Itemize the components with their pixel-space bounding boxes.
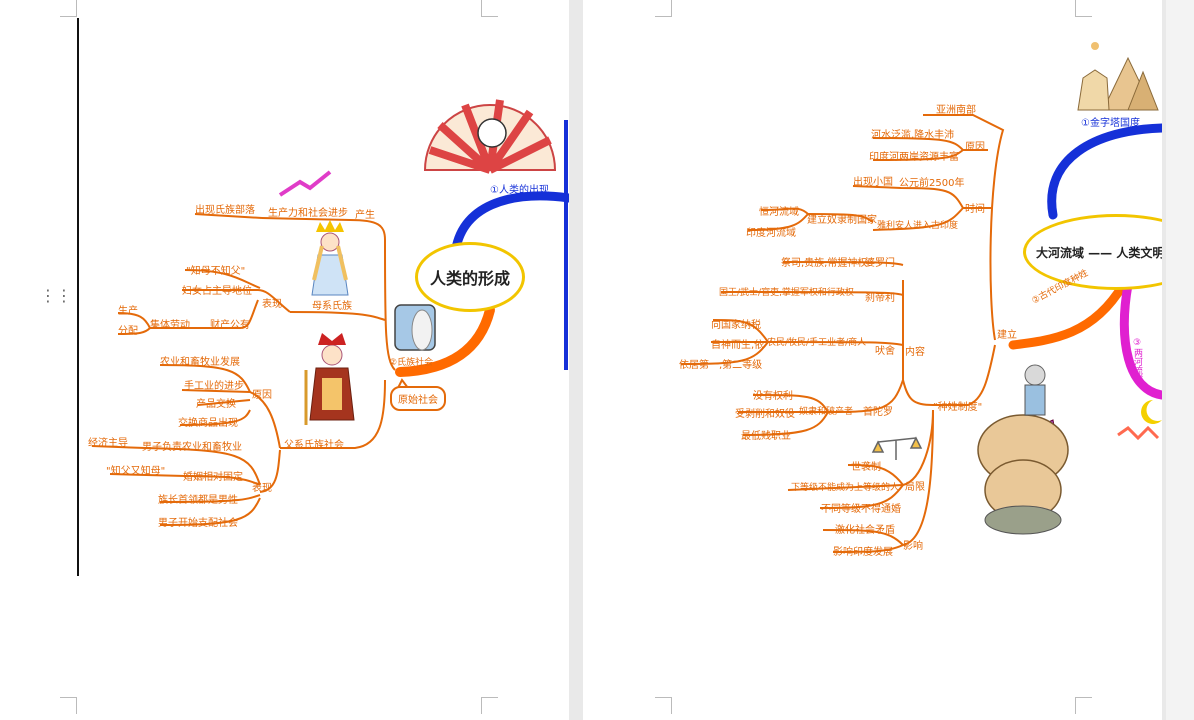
label: 时间	[965, 204, 985, 215]
label: 依居第一,第二等级	[679, 360, 763, 371]
label: 建立	[997, 330, 1017, 341]
label: 奴隶和破产者	[799, 407, 854, 417]
label: 农民/牧民/手工业者/商人	[767, 338, 867, 348]
crop-mark	[1075, 697, 1092, 714]
center-title-1: 人类的形成	[415, 242, 525, 312]
blue-branch-label-1: ①人类的出现	[490, 185, 549, 196]
label: 出现小国	[853, 177, 893, 188]
label: 交换商品出现	[178, 418, 238, 429]
label: 受剥削和奴役	[735, 409, 795, 420]
mind-map-lines	[91, 99, 569, 526]
label: 影响	[903, 541, 923, 552]
label: 河水泛滥,降水丰沛	[871, 130, 955, 141]
label: 雅利安人进入古印度	[877, 221, 959, 231]
label: "知父又知母"	[106, 466, 166, 477]
label: 祭司,贵族,常握神权	[781, 258, 868, 269]
label: 自神而生,依	[711, 340, 765, 351]
label: 出现氏族部落	[195, 205, 255, 216]
crop-mark	[60, 0, 77, 17]
magenta-branch-label: ③两河流域	[1132, 338, 1142, 384]
label: 下等级不能成为上等级的人	[791, 483, 900, 493]
text-cursor-line	[77, 18, 79, 576]
blue-branch-label-2: ①金字塔国度	[1081, 118, 1140, 129]
label: 财产公有	[210, 320, 250, 331]
label: 公元前2500年	[899, 178, 965, 189]
label: 印度河两岸资源丰富	[869, 152, 959, 163]
label: 经济主导	[88, 438, 128, 449]
label: 局限	[905, 482, 925, 493]
label: 首陀罗	[863, 407, 893, 418]
label: 激化社会矛盾	[835, 525, 895, 536]
label: 表现	[252, 483, 272, 494]
crop-mark	[655, 0, 672, 17]
label: 最低贱职业	[741, 431, 791, 442]
document-page-2: 大河流域 —— 人类文明 ①金字塔国度 ②古代印度种姓 ③两河流域 亚洲南部 原…	[583, 0, 1162, 720]
label: 集体劳动	[150, 320, 190, 331]
label: 印度河流域	[746, 228, 796, 239]
label: 原因	[965, 142, 985, 153]
label: 内容	[905, 347, 925, 358]
label: 世袭制	[851, 462, 881, 473]
scales-icon	[871, 436, 923, 460]
label: "知母不知父"	[186, 266, 246, 277]
mind-map-lines-2	[680, 42, 1162, 553]
center-title-2: 大河流域 —— 人类文明	[1023, 214, 1162, 290]
crop-mark	[60, 697, 77, 714]
label: 国王/武士/官吏,掌握军权和行政权	[719, 288, 854, 298]
label: 族长首领都是男性	[158, 495, 238, 506]
label: 吠舍	[875, 346, 895, 357]
document-page-1: 人类的形成 ①人类的出现 ②氏族社会 原始社会 产生 生产力和社会进步 出现氏族…	[0, 0, 569, 720]
label: 不同等级不得通婚	[821, 504, 901, 515]
label: 建立奴隶制国家	[807, 215, 877, 226]
label: 分配	[118, 326, 138, 337]
label: 生产	[118, 306, 138, 317]
label: 影响印度发展	[833, 547, 893, 558]
fan-illustration	[423, 99, 557, 174]
label: 刹帝利	[865, 293, 895, 304]
pyramid-illustration	[1077, 42, 1159, 111]
label: 男子负责农业和畜牧业	[142, 442, 242, 453]
label: 男子开始支配社会	[158, 518, 238, 529]
label: 父系氏族社会	[284, 440, 344, 451]
label: 生产力和社会进步	[268, 208, 348, 219]
vertical-scrollbar[interactable]	[1166, 0, 1194, 720]
primitive-society-badge: 原始社会	[390, 386, 446, 411]
label: "种姓制度"	[933, 402, 983, 413]
crop-mark	[1075, 0, 1092, 17]
label: 恒河流域	[759, 207, 799, 218]
label: 没有权利	[753, 391, 793, 402]
label: 手工业的进步	[184, 381, 244, 392]
label: 原因	[252, 390, 272, 401]
label: 产生	[355, 210, 375, 221]
drag-handle-icon[interactable]: ⋮⋮	[40, 285, 72, 307]
orange-branch-label-1: ②氏族社会	[389, 358, 434, 368]
label: 产品交换	[196, 399, 236, 410]
label: 表现	[262, 299, 282, 310]
crop-mark	[481, 0, 498, 17]
crop-mark	[481, 697, 498, 714]
label: 婚姻相对固定	[183, 472, 243, 483]
label: 母系氏族	[312, 301, 352, 312]
label: 妇女占主导地位	[182, 286, 252, 297]
dog-illustration	[977, 364, 1069, 535]
label: 农业和畜牧业发展	[160, 357, 240, 368]
queen-illustration	[311, 220, 349, 296]
label: 婆罗门	[865, 258, 895, 269]
label: 向国家纳税	[711, 320, 761, 331]
king-illustration	[304, 333, 355, 425]
label: 亚洲南部	[936, 105, 976, 116]
crop-mark	[655, 697, 672, 714]
caveman-illustration	[394, 304, 436, 351]
